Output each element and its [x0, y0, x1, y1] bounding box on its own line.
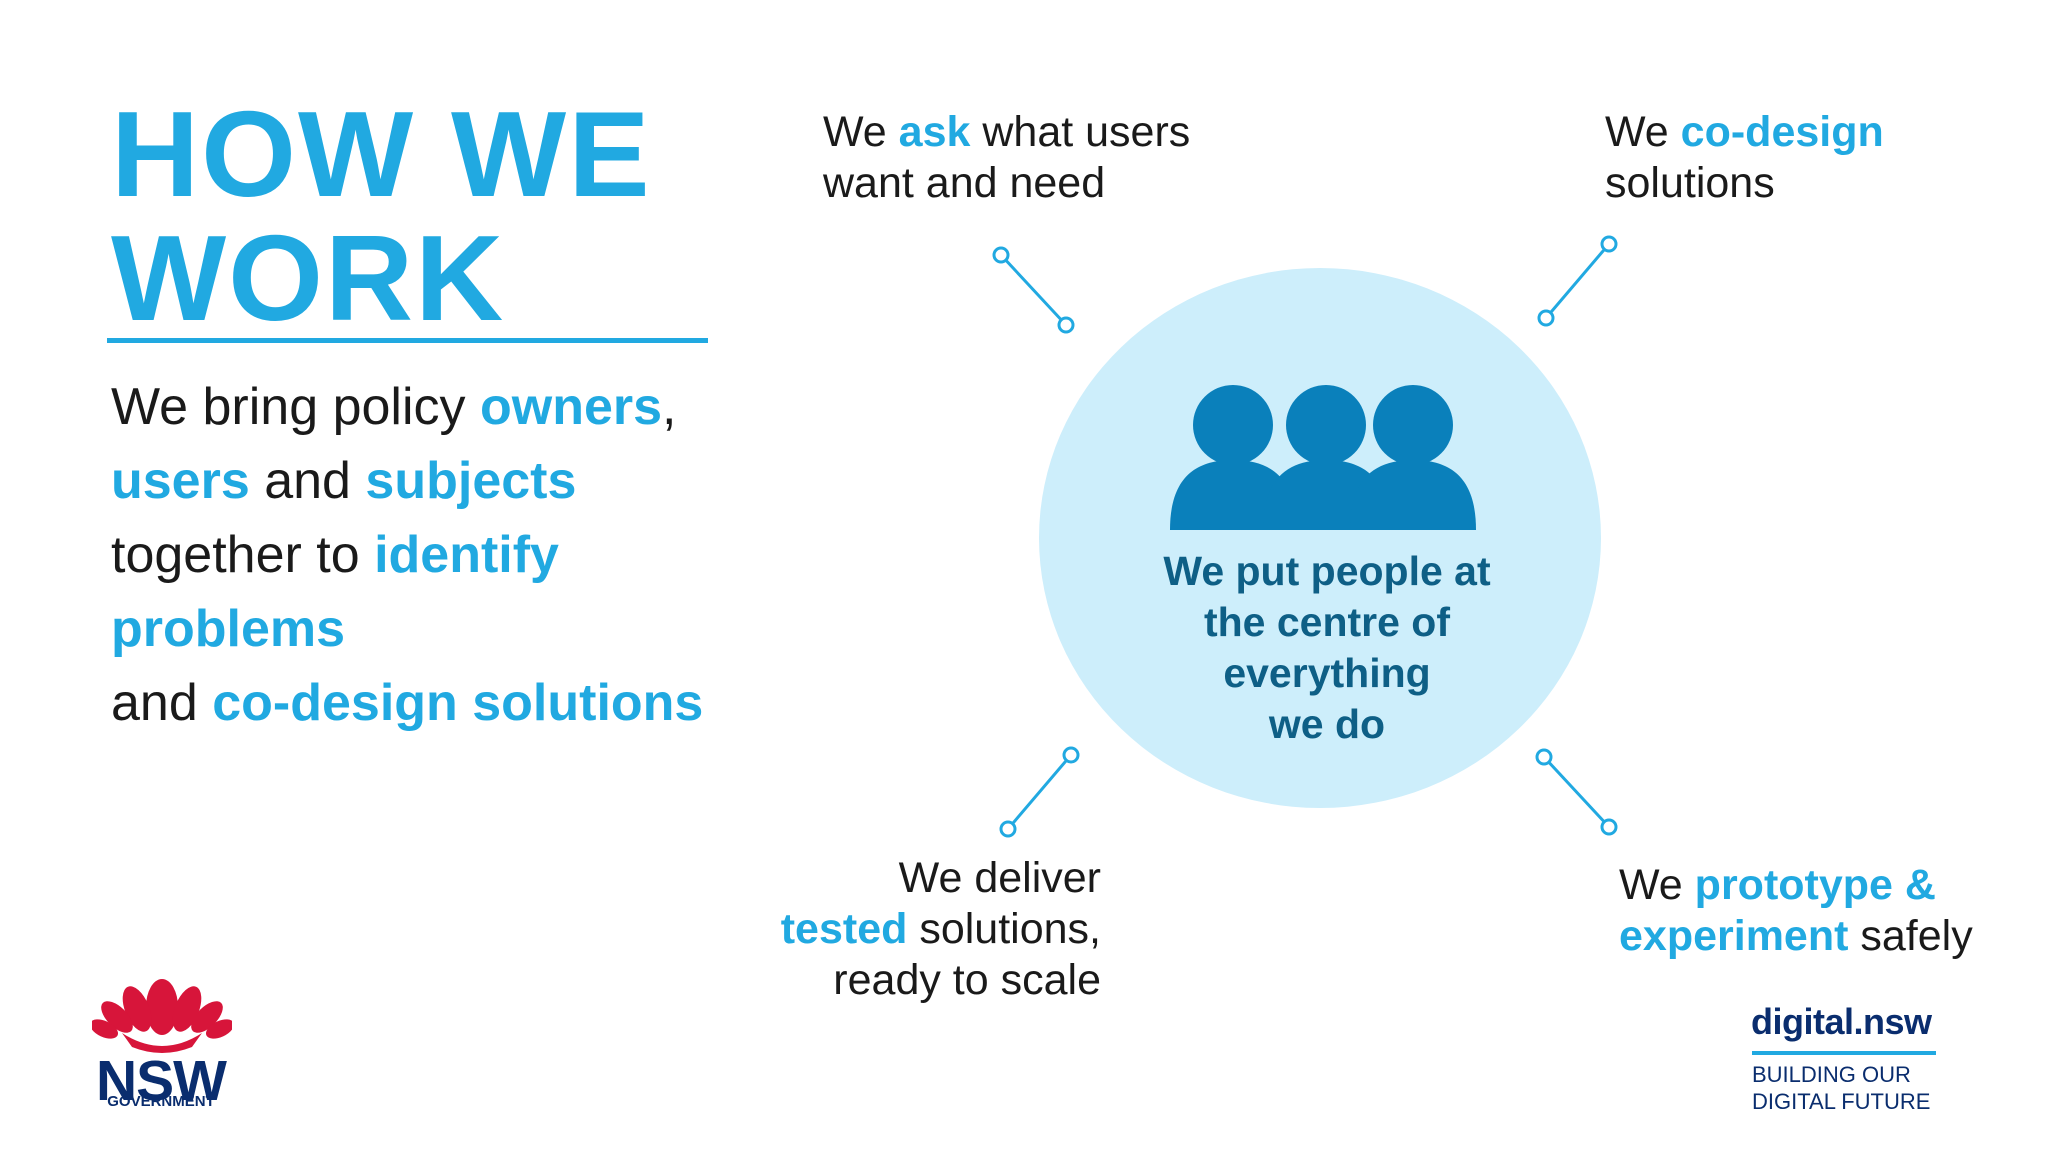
intro-highlight-codesign-solutions: co-design solutions: [212, 674, 704, 732]
tagline-line: DIGITAL FUTURE: [1752, 1089, 1931, 1114]
digital-nsw-tagline: BUILDING OUR DIGITAL FUTURE: [1752, 1061, 1930, 1115]
digital-nsw-logo: digital.nsw: [1751, 1001, 1932, 1042]
intro-highlight-owners: owners: [479, 378, 663, 436]
page-title: HOW WE WORK: [111, 92, 652, 340]
statement-highlight: ask: [898, 108, 971, 156]
statement-highlight: experiment: [1619, 912, 1849, 960]
statement-text: We: [1605, 108, 1681, 156]
statement-text: what users: [970, 108, 1191, 156]
statement-text: We: [1619, 861, 1695, 909]
intro-highlight-problems: problems: [111, 600, 346, 658]
statement-highlight: tested: [780, 905, 908, 953]
statement-deliver: We deliver tested solutions, ready to sc…: [760, 853, 1101, 1006]
statement-text: want and need: [823, 159, 1106, 207]
intro-text: together to: [111, 526, 375, 584]
digital-nsw-rule: [1752, 1051, 1936, 1055]
intro-line-5: and co-design solutions: [111, 674, 703, 732]
statement-text: We: [823, 108, 899, 156]
connector-top-right: [1537, 235, 1618, 327]
statement-text: We deliver: [898, 854, 1101, 902]
statement-codesign: We co-design solutions: [1605, 107, 1884, 209]
title-line-1: HOW WE: [111, 86, 652, 222]
center-statement: We put people at the centre of everythin…: [1089, 546, 1565, 750]
people-group-icon: [1170, 385, 1476, 530]
connector-bottom-left: [999, 746, 1080, 838]
statement-text: solutions: [1605, 159, 1775, 207]
connector-bottom-right: [1535, 748, 1618, 836]
intro-highlight-subjects: subjects: [365, 452, 577, 510]
center-circle: [1039, 268, 1601, 808]
intro-text: and: [249, 452, 366, 510]
center-line: we do: [1268, 701, 1386, 747]
connector-top-left: [992, 246, 1075, 334]
title-underline: [107, 338, 708, 343]
intro-text: ,: [662, 378, 677, 436]
nsw-waratah-logo: [92, 979, 232, 1053]
intro-line-2: users and subjects: [111, 452, 576, 510]
statement-text: safely: [1848, 912, 1973, 960]
center-line: We put people at: [1163, 548, 1491, 594]
intro-highlight-users: users: [111, 452, 250, 510]
statement-highlight: prototype &: [1694, 861, 1936, 909]
title-line-2: WORK: [111, 210, 506, 346]
intro-text: We bring policy: [111, 378, 480, 436]
intro-line-4: problems: [111, 600, 345, 658]
statement-ask: We ask what users want and need: [823, 107, 1190, 209]
tagline-line: BUILDING OUR: [1752, 1062, 1911, 1087]
statement-text: solutions,: [907, 905, 1101, 953]
intro-paragraph: We bring policy owners, users and subjec…: [111, 370, 751, 740]
intro-line-1: We bring policy owners,: [111, 378, 677, 436]
statement-text: ready to scale: [833, 956, 1101, 1004]
center-line: the centre of: [1203, 599, 1451, 645]
nsw-logo-subtitle: GOVERNMENT: [107, 1093, 215, 1110]
intro-highlight-identify: identify: [374, 526, 559, 584]
statement-prototype: We prototype & experiment safely: [1619, 860, 1973, 962]
center-line: everything: [1223, 650, 1431, 696]
intro-line-3: together to identify: [111, 526, 559, 584]
nsw-logo-label: NSW: [96, 1049, 227, 1113]
intro-text: and: [111, 674, 213, 732]
statement-highlight: co-design: [1680, 108, 1884, 156]
